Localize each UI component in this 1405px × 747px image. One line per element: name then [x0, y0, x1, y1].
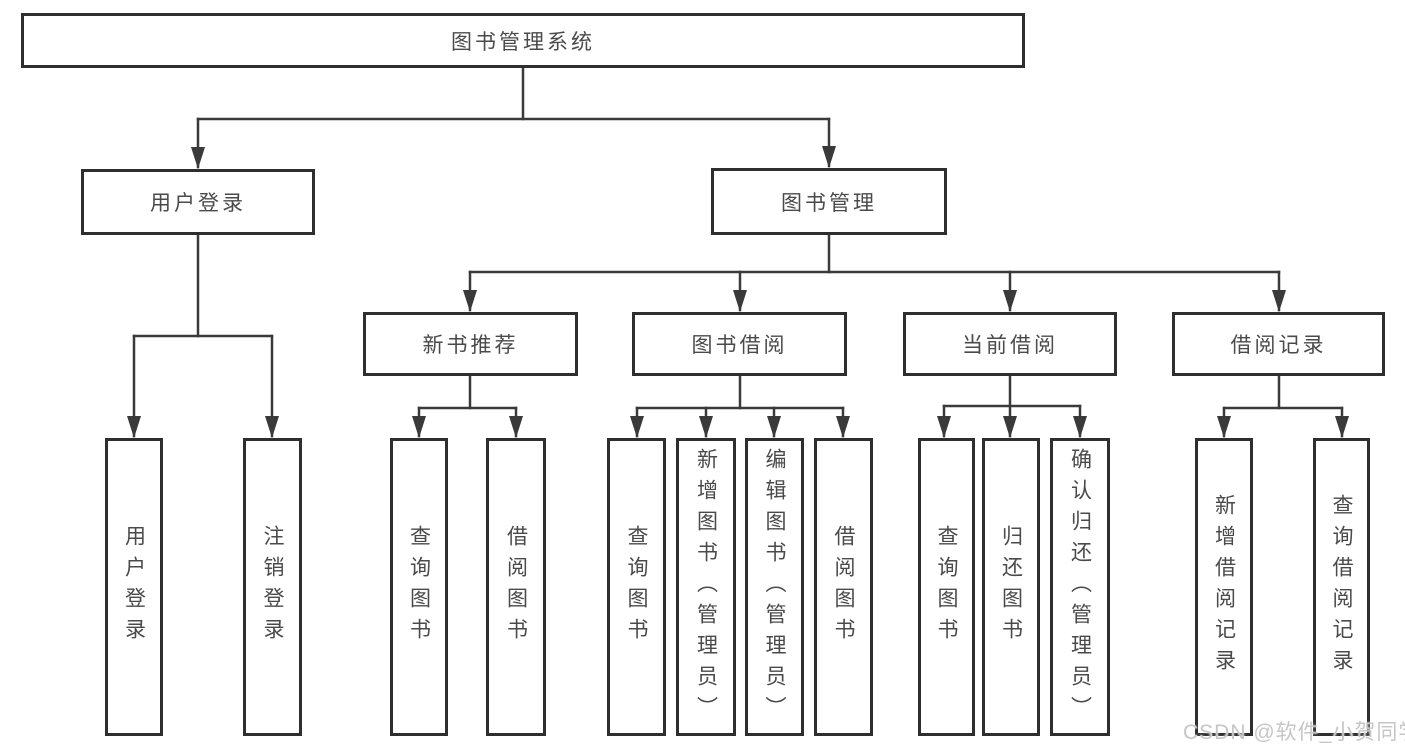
node-label: 查询图书 — [407, 525, 431, 649]
node-query-books-borrow: 查询图书 — [607, 438, 666, 736]
node-label: 图书借阅 — [691, 334, 788, 357]
node-borrow-books-recommend: 借阅图书 — [486, 438, 546, 736]
node-confirm-return-admin: 确认归还（管理员） — [1050, 438, 1110, 736]
node-label: 新增图书（管理员） — [694, 447, 718, 727]
node-label: 编辑图书（管理员） — [763, 447, 786, 727]
node-label: 借阅记录 — [1230, 334, 1327, 357]
node-current-borrow: 当前借阅 — [903, 312, 1117, 376]
node-logout-leaf: 注销登录 — [243, 438, 302, 736]
node-query-books-recommend: 查询图书 — [390, 438, 448, 736]
node-query-borrow-record: 查询借阅记录 — [1313, 438, 1370, 736]
node-borrow-books-leaf: 借阅图书 — [814, 438, 873, 736]
node-label: 用户登录 — [150, 192, 246, 215]
node-add-book-admin: 新增图书（管理员） — [676, 438, 736, 736]
node-new-book-recommend: 新书推荐 — [363, 312, 578, 376]
node-root: 图书管理系统 — [21, 13, 1025, 68]
node-label: 查询图书 — [625, 525, 648, 649]
node-label: 新增借阅记录 — [1212, 494, 1236, 680]
node-label: 当前借阅 — [962, 334, 1058, 357]
node-return-books: 归还图书 — [982, 438, 1040, 736]
node-label: 查询借阅记录 — [1330, 494, 1353, 680]
csdn-watermark: CSDN @软件_小贺同学 — [1183, 721, 1405, 744]
node-label: 图书管理 — [781, 191, 877, 215]
node-borrow-records: 借阅记录 — [1172, 312, 1385, 376]
node-book-management: 图书管理 — [711, 168, 947, 235]
node-label: 新书推荐 — [422, 334, 519, 357]
node-label: 注销登录 — [261, 525, 284, 649]
node-add-borrow-record: 新增借阅记录 — [1195, 438, 1253, 736]
node-label: 查询图书 — [935, 525, 958, 649]
node-label: 借阅图书 — [832, 525, 855, 649]
node-query-books-current: 查询图书 — [918, 438, 975, 736]
node-label: 确认归还（管理员） — [1068, 447, 1092, 727]
node-user-login-leaf: 用户登录 — [105, 438, 163, 736]
node-user-login: 用户登录 — [81, 169, 315, 235]
node-book-borrow: 图书借阅 — [632, 312, 847, 376]
node-label: 借阅图书 — [504, 525, 528, 649]
node-label: 图书管理系统 — [451, 30, 595, 54]
node-edit-book-admin: 编辑图书（管理员） — [745, 438, 804, 736]
node-label: 用户登录 — [122, 525, 146, 649]
node-label: 归还图书 — [999, 525, 1023, 649]
